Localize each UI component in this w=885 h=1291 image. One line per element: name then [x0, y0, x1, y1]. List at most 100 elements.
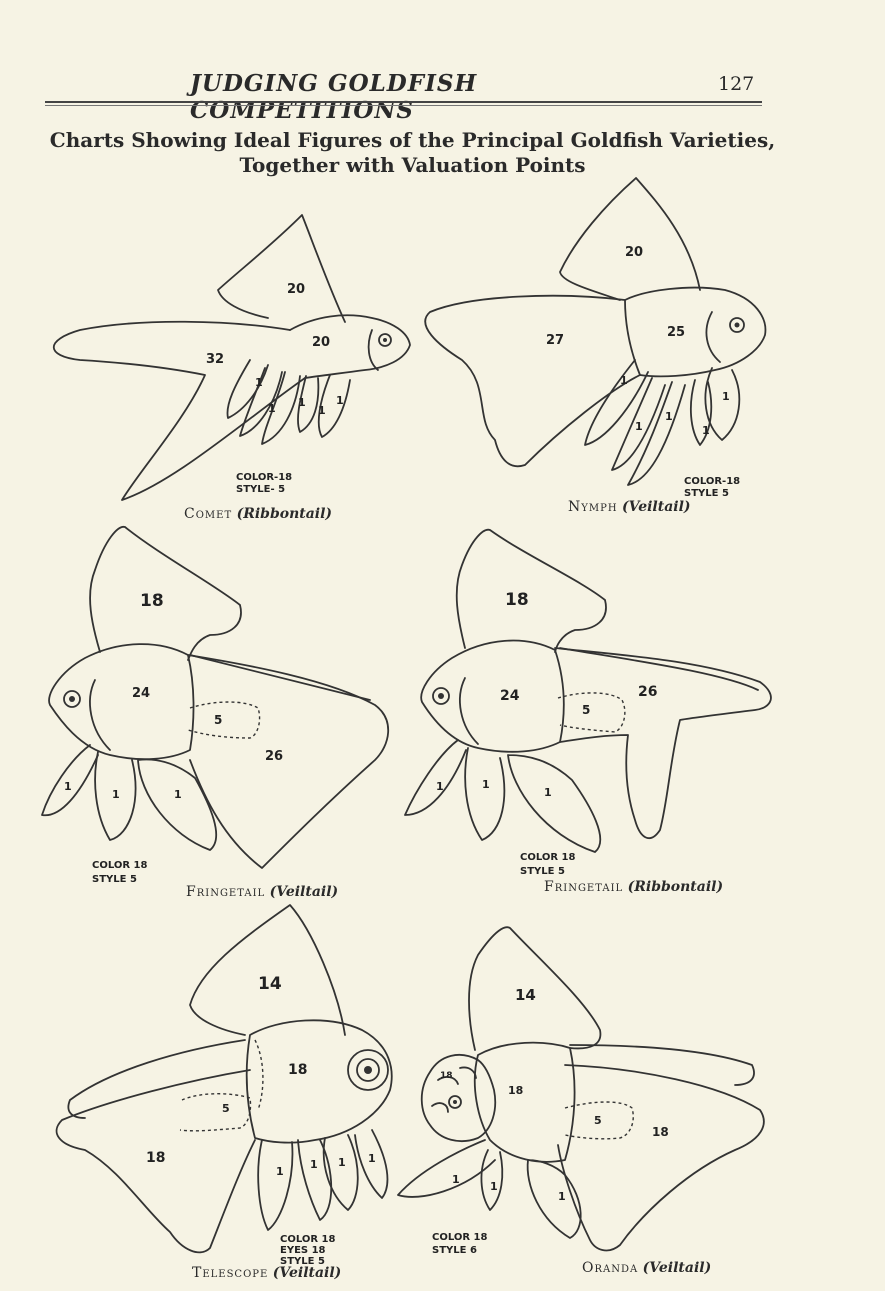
oranda-caption: Oranda (Veiltail) — [582, 1260, 711, 1276]
fringetail-ribbontail-figure: 18 24 5 26 1 1 1 COLOR 18 STYLE 5 — [405, 530, 771, 877]
telescope-tail-points: 18 — [146, 1150, 165, 1166]
fringetail-veiltail-pelvic-fin — [138, 760, 216, 850]
oranda-caption-type: (Veiltail) — [643, 1260, 712, 1276]
fringetail-ribbontail-fin-points-1: 1 — [436, 780, 444, 793]
fringetail-ribbontail-fin-points-2: 1 — [482, 778, 490, 791]
nymph-tail-fin — [425, 296, 640, 467]
fringetail-ribbontail-pectoral-fin-2 — [465, 748, 504, 840]
nymph-style-score: STYLE 5 — [684, 488, 729, 499]
comet-dorsal-points: 20 — [287, 282, 305, 297]
comet-color-score: COLOR-18 — [236, 472, 292, 483]
telescope-back-tail — [68, 1040, 245, 1118]
fringetail-ribbontail-caption-type: (Ribbontail) — [628, 879, 723, 895]
fringetail-veiltail-caption-type: (Veiltail) — [270, 884, 339, 900]
telescope-dorsal-fin — [190, 905, 345, 1035]
telescope-anal-fin — [180, 1094, 251, 1131]
comet-fin-points-2: 1 — [268, 402, 276, 415]
comet-caption: Comet (Ribbontail) — [184, 506, 332, 522]
fringetail-ribbontail-fin-points-3: 1 — [544, 786, 552, 799]
telescope-color-score: COLOR 18 — [280, 1234, 335, 1245]
telescope-body-points: 18 — [288, 1062, 307, 1078]
fringetail-veiltail-dorsal-points: 18 — [140, 591, 164, 611]
fringetail-ribbontail-anal-fin — [558, 693, 625, 732]
nymph-fin-points-4: 1 — [702, 424, 710, 437]
nymph-fin-points-2: 1 — [635, 420, 643, 433]
telescope-figure: 14 18 5 18 1 1 1 1 COLOR 18 EYES 18 STYL… — [57, 905, 392, 1267]
fringetail-veiltail-anal-fin — [188, 702, 260, 738]
fringetail-veiltail-caption: Fringetail (Veiltail) — [186, 884, 338, 900]
telescope-body-scale-line — [255, 1040, 263, 1110]
nymph-anal-fin-1 — [628, 382, 685, 485]
nymph-gill — [706, 312, 720, 362]
oranda-fin-points-3: 1 — [558, 1190, 566, 1203]
fringetail-veiltail-tail-fin — [188, 655, 388, 868]
comet-body — [290, 315, 410, 378]
nymph-body — [625, 288, 765, 377]
telescope-pectoral-fin-1 — [324, 1135, 358, 1210]
fringetail-ribbontail-gill — [460, 678, 478, 744]
nymph-body-points: 25 — [667, 325, 685, 340]
fringetail-veiltail-dorsal-fin — [90, 527, 241, 660]
oranda-hood-bump-3 — [432, 1103, 448, 1112]
telescope-dorsal-points: 14 — [258, 974, 282, 994]
fringetail-veiltail-fin-points-2: 1 — [112, 788, 120, 801]
oranda-fin-points-1: 1 — [452, 1173, 460, 1186]
fringetail-veiltail-anal-points: 5 — [214, 713, 222, 727]
nymph-color-score: COLOR-18 — [684, 476, 740, 487]
comet-fin-points-4: 1 — [318, 404, 326, 417]
fringetail-veiltail-tail-points: 26 — [265, 749, 283, 764]
fringetail-veiltail-color-score: COLOR 18 — [92, 860, 147, 871]
oranda-color-score: COLOR 18 — [432, 1232, 487, 1243]
telescope-pelvic-fin-1 — [258, 1140, 292, 1230]
oranda-dorsal-points: 14 — [515, 986, 536, 1004]
telescope-anal-points: 5 — [222, 1102, 230, 1115]
fringetail-ribbontail-upper-tail — [560, 648, 758, 690]
fringetail-veiltail-caption-name: Fringetail — [186, 884, 265, 900]
oranda-fin-points-2: 1 — [490, 1180, 498, 1193]
oranda-anal-points: 5 — [594, 1114, 602, 1127]
fringetail-ribbontail-dorsal-fin — [457, 530, 606, 652]
fringetail-veiltail-figure: 18 24 5 26 1 1 1 COLOR 18 STYLE 5 — [42, 527, 388, 885]
oranda-style-score: STYLE 6 — [432, 1245, 477, 1256]
fringetail-ribbontail-caption: Fringetail (Ribbontail) — [544, 879, 723, 895]
nymph-dorsal-points: 20 — [625, 245, 643, 260]
nymph-fin-points-1: 1 — [620, 374, 628, 387]
nymph-dorsal-fin — [560, 178, 700, 300]
comet-tail-points: 32 — [206, 352, 224, 367]
fringetail-ribbontail-dorsal-points: 18 — [505, 590, 529, 610]
oranda-caption-name: Oranda — [582, 1260, 638, 1276]
fringetail-ribbontail-pelvic-fin — [508, 755, 600, 852]
fringetail-ribbontail-tail-points: 26 — [638, 684, 657, 700]
telescope-eyes-score: EYES 18 — [280, 1245, 326, 1256]
oranda-pectoral-fin — [398, 1140, 495, 1197]
nymph-fin-points-3: 1 — [665, 410, 673, 423]
fringetail-ribbontail-caption-name: Fringetail — [544, 879, 623, 895]
fringetail-ribbontail-anal-points: 5 — [582, 703, 590, 717]
comet-dorsal-fin — [218, 215, 345, 322]
nymph-caption: Nymph (Veiltail) — [568, 499, 691, 515]
fringetail-ribbontail-style-score: STYLE 5 — [520, 866, 565, 877]
comet-gill — [369, 330, 378, 370]
comet-fin-points-5: 1 — [336, 394, 344, 407]
oranda-tail-points: 18 — [652, 1125, 669, 1139]
telescope-fin-points-3: 1 — [338, 1156, 346, 1169]
comet-caption-name: Comet — [184, 506, 232, 522]
telescope-caption: Telescope (Veiltail) — [192, 1265, 341, 1281]
nymph-caption-type: (Veiltail) — [622, 499, 691, 515]
nymph-caption-name: Nymph — [568, 499, 618, 515]
comet-style-score: STYLE- 5 — [236, 484, 285, 495]
telescope-fin-points-2: 1 — [310, 1158, 318, 1171]
telescope-fin-points-4: 1 — [368, 1152, 376, 1165]
fringetail-veiltail-gill — [90, 680, 110, 750]
comet-fin-points-1: 1 — [255, 376, 263, 389]
comet-caption-type: (Ribbontail) — [237, 506, 332, 522]
oranda-hood-bump-2 — [460, 1067, 476, 1078]
comet-body-points: 20 — [312, 335, 330, 350]
fringetail-veiltail-style-score: STYLE 5 — [92, 874, 137, 885]
telescope-fin-points-1: 1 — [276, 1165, 284, 1178]
fringetail-veiltail-fin-points-1: 1 — [64, 780, 72, 793]
telescope-caption-type: (Veiltail) — [273, 1265, 342, 1281]
oranda-body-points: 18 — [508, 1084, 523, 1097]
